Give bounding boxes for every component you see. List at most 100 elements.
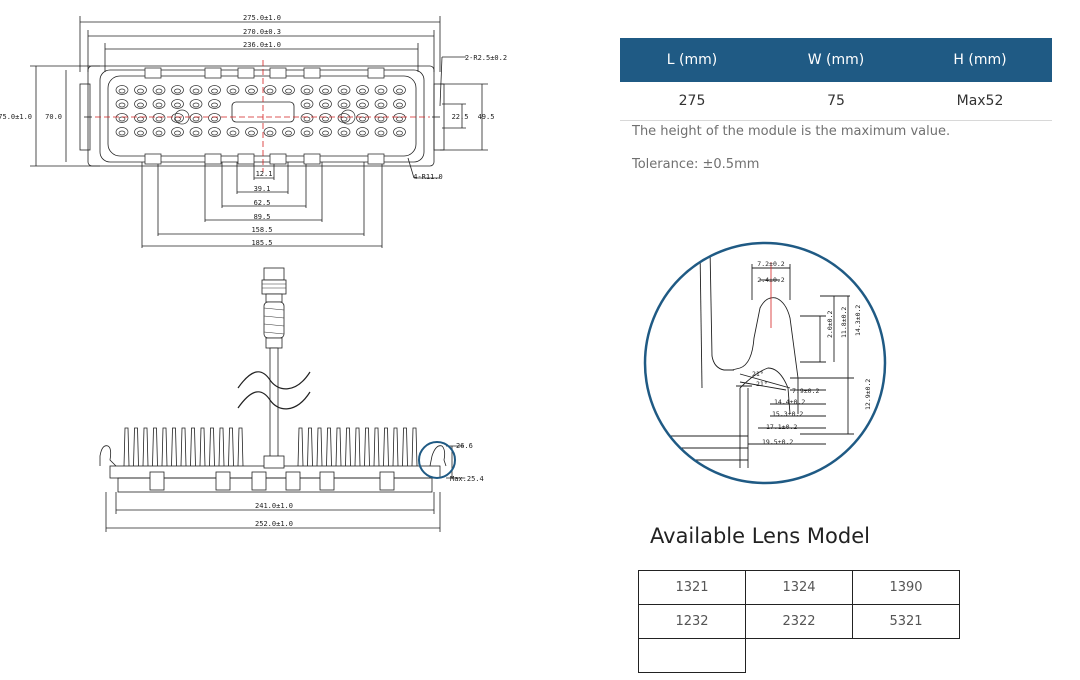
dim-391: 39.1 <box>254 185 271 193</box>
led-lens <box>152 127 166 137</box>
heatsink-fin <box>316 427 323 467</box>
led-lens <box>115 113 129 123</box>
led-lens <box>319 127 332 137</box>
led-lens <box>356 127 369 137</box>
detail-view-drawing: 7.2±0.2 2.4±0.2 2.0±0.2 11.8±0.2 14.3±0.… <box>643 241 887 485</box>
led-lens-inner <box>137 88 144 94</box>
led-lens <box>337 99 351 109</box>
led-lens-inner <box>340 130 348 136</box>
led-lens <box>152 113 166 123</box>
dim-70: 70.0 <box>45 113 62 121</box>
heatsink-fin <box>345 427 351 467</box>
led-lens <box>189 99 203 109</box>
led-lens <box>374 113 388 123</box>
led-lens <box>245 127 258 137</box>
dim-w171: 17.1±0.2 <box>766 423 797 431</box>
led-lens <box>134 85 147 95</box>
led-lens-inner <box>285 130 292 136</box>
dim-270: 270.0±0.3 <box>243 28 281 36</box>
led-lens-inner <box>192 88 200 94</box>
dim-495: 49.5 <box>478 113 495 121</box>
led-lens-inner <box>229 88 237 94</box>
heatsink-fin <box>373 427 380 467</box>
led-lens-inner <box>248 130 255 136</box>
dim-h118: 11.8±0.2 <box>840 307 848 338</box>
heatsink-fin <box>307 427 313 467</box>
led-lens <box>208 127 221 137</box>
angle-21a: 21° <box>752 370 764 378</box>
led-lens-inner <box>396 130 403 136</box>
led-lens <box>189 113 203 123</box>
led-lens <box>115 99 129 109</box>
detail-marker-circle <box>418 441 456 479</box>
led-lens-inner <box>211 102 218 108</box>
dim-r1: 4-R11.0 <box>413 173 443 181</box>
led-lens-inner <box>174 102 181 108</box>
heatsink-fin <box>133 427 139 467</box>
led-lens <box>319 99 332 109</box>
heatsink-fin <box>402 427 408 467</box>
value-length: 275 <box>620 82 764 121</box>
led-lens-inner <box>303 102 311 108</box>
led-lens-inner <box>396 88 403 94</box>
led-lens-inner <box>359 102 366 108</box>
dim-1855: 185.5 <box>251 239 272 247</box>
led-lens <box>263 85 277 95</box>
led-lens-inner <box>118 116 126 122</box>
lens-cell-blank <box>853 639 960 673</box>
led-lens-inner <box>192 102 200 108</box>
led-lens <box>300 85 314 95</box>
led-lens <box>282 85 295 95</box>
heatsink-fin <box>326 427 332 467</box>
led-lens-inner <box>377 116 385 122</box>
heatsink-fin <box>199 427 206 467</box>
led-lens-inner <box>340 88 348 94</box>
led-lens-inner <box>155 88 163 94</box>
header-width: W (mm) <box>764 38 908 82</box>
led-lens-inner <box>211 130 218 136</box>
led-lens-inner <box>174 88 181 94</box>
led-lens-inner <box>322 116 329 122</box>
led-lens <box>356 113 369 123</box>
led-lens <box>337 85 351 95</box>
dim-w144: 14.4±0.2 <box>774 398 805 406</box>
led-lens <box>171 85 184 95</box>
detail-circle-border <box>643 241 887 485</box>
heatsink-fin <box>152 427 158 467</box>
value-width: 75 <box>764 82 908 121</box>
dim-625: 62.5 <box>254 199 271 207</box>
lens-cell: 1321 <box>638 570 746 605</box>
led-lens <box>208 113 221 123</box>
dim-121: 12.1 <box>256 170 273 178</box>
heatsink-fin <box>411 427 418 467</box>
header-length: L (mm) <box>620 38 764 82</box>
header-height: H (mm) <box>908 38 1052 82</box>
led-lens <box>263 127 277 137</box>
dim-241: 241.0±1.0 <box>255 502 293 510</box>
led-lens-inner <box>359 88 366 94</box>
led-lens-inner <box>396 116 403 122</box>
dim-w195: 19.5±0.2 <box>762 438 793 446</box>
led-lens <box>356 99 369 109</box>
lens-model-table: 1321 1324 1390 1232 2322 5321 <box>638 570 960 673</box>
heatsink-fin <box>123 427 130 467</box>
led-lens-inner <box>285 88 292 94</box>
led-lens-inner <box>118 102 126 108</box>
led-lens <box>300 127 314 137</box>
heatsink-fin <box>171 427 177 467</box>
dim-r25: 2-R2.5±0.2 <box>465 54 507 62</box>
dim-h129: 12.9±0.2 <box>864 379 872 410</box>
heatsink-fin <box>209 427 215 467</box>
led-lens-inner <box>322 130 329 136</box>
led-lens-inner <box>303 130 311 136</box>
led-lens <box>208 99 221 109</box>
dim-252: 252.0±1.0 <box>255 520 293 528</box>
heatsink-fin <box>392 427 399 467</box>
led-lens <box>152 85 166 95</box>
led-lens <box>319 85 332 95</box>
led-lens <box>115 85 129 95</box>
lens-cell: 1232 <box>638 604 746 639</box>
led-lens <box>319 113 332 123</box>
led-lens <box>171 127 184 137</box>
dim-w153: 15.3±0.2 <box>772 410 803 418</box>
